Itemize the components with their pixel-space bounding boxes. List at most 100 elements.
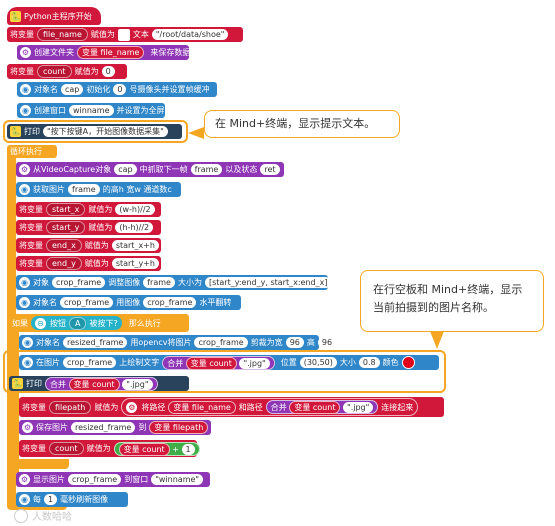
img-input[interactable]: crop_frame — [194, 337, 248, 348]
print-hint-block[interactable]: 🐍 打印 "按下按键A，开始图像数据采集" — [7, 124, 182, 139]
img-input[interactable]: frame — [143, 277, 175, 288]
text-value[interactable]: "/root/data/shoe" — [151, 29, 229, 40]
set-end-x-block[interactable]: 将变量 end_x 赋值为 start_x+h — [16, 238, 161, 253]
show-image-block[interactable]: ⚙ 显示图片 crop_frame 到窗口 "winname" — [16, 472, 210, 487]
img-input[interactable]: crop_frame — [143, 297, 197, 308]
label: 到 — [138, 423, 147, 432]
label: 的高h 宽w 通道数c — [102, 185, 172, 194]
set-file-name-block[interactable]: 将变量 file_name 赋值为 文本 "/root/data/shoe" — [7, 27, 243, 42]
label: 调整图像 — [108, 278, 141, 287]
obj-input[interactable]: resized_frame — [63, 337, 128, 348]
var-pill[interactable]: 变量 count — [289, 401, 341, 414]
join-reporter[interactable]: 合并 变量 count ".jpg" — [162, 355, 275, 370]
label: 水平翻转 — [199, 298, 232, 307]
program-start-hat[interactable]: 🐍 Python主程序开始 — [7, 7, 101, 25]
label: 赋值为 — [86, 444, 111, 453]
button-pressed-condition[interactable]: ⊖ 按钮 A 被按下? — [31, 316, 122, 330]
number-input[interactable]: 1 — [181, 443, 195, 455]
num-input[interactable]: 0 — [113, 84, 127, 95]
win-input[interactable]: "winname" — [151, 474, 204, 485]
img-input[interactable]: crop_frame — [63, 357, 117, 368]
set-filepath-block[interactable]: 将变量 filepath 赋值为 ⚙ 将路径 变量 file_name 和路径 … — [19, 397, 444, 417]
get-image-shape-block[interactable]: ◉ 获取图片 frame 的高h 宽w 通道数c — [16, 182, 181, 197]
var-dropdown[interactable]: end_y — [46, 257, 82, 270]
value-input[interactable]: 0 — [101, 66, 115, 77]
width-input[interactable]: 96 — [285, 337, 304, 348]
flip-image-block[interactable]: ◉ 对象名 crop_frame 用图像 crop_frame 水平翻转 — [16, 295, 241, 310]
img-input[interactable]: frame — [68, 184, 100, 195]
color-swatch[interactable] — [401, 356, 415, 369]
forever-loop-block[interactable]: 循环执行 — [7, 145, 57, 158]
ext-input[interactable]: ".jpg" — [239, 357, 270, 369]
label: 合并 — [167, 358, 184, 368]
label: 颜色 — [382, 358, 399, 367]
add-reporter[interactable]: 变量 count + 1 — [113, 441, 200, 456]
var-pill[interactable]: 变量 file_name — [77, 46, 145, 59]
refresh-delay-block[interactable]: ◉ 每 1 毫秒刷新图像 — [16, 492, 128, 507]
value-input[interactable]: (h-h)//2 — [115, 222, 154, 233]
var-dropdown[interactable]: end_x — [46, 239, 82, 252]
ext-input[interactable]: ".jpg" — [343, 402, 374, 413]
capture-frame-block[interactable]: ⚙ 从VideoCapture对象 cap 中抓取下一帧 frame 以及状态 … — [16, 162, 284, 177]
size-input[interactable]: 0.8 — [358, 357, 380, 368]
img-input[interactable]: resized_frame — [71, 422, 136, 433]
var-pill[interactable]: 变量 file_name — [168, 400, 236, 414]
frame-input[interactable]: frame — [190, 164, 223, 175]
label: 打印 — [26, 379, 42, 388]
obj-input[interactable]: cap — [114, 164, 137, 175]
set-start-x-block[interactable]: 将变量 start_x 赋值为 (w-h)//2 — [16, 202, 161, 217]
label: 中抓取下一帧 — [139, 165, 188, 174]
path-join-reporter[interactable]: ⚙ 将路径 变量 file_name 和路径 合并 变量 count ".jpg… — [121, 398, 419, 416]
var-dropdown[interactable]: count — [37, 65, 72, 78]
var-pill[interactable]: 变量 filepath — [149, 421, 209, 434]
resize-image-block[interactable]: ◉ 对象 crop_frame 调整图像 frame 大小为 [start_y:… — [16, 275, 332, 290]
label: 赋值为 — [88, 205, 113, 214]
obj-input[interactable]: crop_frame — [52, 277, 106, 288]
label: 到窗口 — [124, 475, 149, 484]
var-pill[interactable]: 变量 count — [68, 377, 120, 391]
key-dropdown[interactable]: A — [69, 316, 87, 330]
label: 变量 — [173, 402, 190, 412]
crop-resize-block[interactable]: ◉ 对象名 resized_frame 用opencv将图片 crop_fram… — [19, 335, 337, 350]
set-end-y-block[interactable]: 将变量 end_y 赋值为 start_y+h — [16, 256, 161, 271]
increment-count-block[interactable]: 将变量 count 赋值为 变量 count + 1 — [19, 440, 200, 457]
create-folder-block[interactable]: ⚙ 创建文件夹 变量 file_name 来保存数据 — [17, 45, 190, 60]
obj-input[interactable]: crop_frame — [60, 297, 114, 308]
set-start-y-block[interactable]: 将变量 start_y 赋值为 (h-h)//2 — [16, 220, 161, 235]
join-reporter[interactable]: 合并 变量 count ".jpg" — [45, 376, 158, 391]
label: 赋值为 — [74, 67, 99, 76]
img-input[interactable]: crop_frame — [68, 474, 122, 485]
if-button-block[interactable]: 如果 ⊖ 按钮 A 被按下? 那么执行 — [9, 314, 189, 332]
label: 将路径 — [141, 402, 166, 412]
value-input[interactable]: start_x+h — [111, 240, 159, 251]
pos-input[interactable]: (30,50) — [299, 357, 337, 368]
label: 显示图片 — [33, 475, 65, 484]
draw-text-block[interactable]: ◉ 在图片 crop_frame 上绘制文字 合并 变量 count ".jpg… — [19, 355, 439, 370]
create-window-block[interactable]: ◉ 创建窗口 winname 并设置为全屏 — [17, 103, 165, 118]
join-reporter[interactable]: 合并 变量 count ".jpg" — [265, 400, 379, 414]
init-camera-block[interactable]: ◉ 对象名 cap 初始化 0 号摄像头并设置帧缓冲 — [17, 82, 217, 97]
ret-input[interactable]: ret — [260, 164, 280, 175]
label: 那么执行 — [128, 318, 161, 328]
label: 将变量 — [10, 30, 34, 39]
value-input[interactable]: start_y+h — [111, 258, 159, 269]
height-input[interactable]: 96 — [317, 337, 337, 348]
var-dropdown[interactable]: start_y — [46, 221, 86, 234]
print-filename-block[interactable]: 🐍 打印 合并 变量 count ".jpg" — [9, 376, 189, 391]
text-input[interactable]: "按下按键A，开始图像数据采集" — [43, 126, 168, 137]
value-input[interactable]: (w-h)//2 — [115, 204, 155, 215]
ms-input[interactable]: 1 — [44, 494, 58, 505]
win-input[interactable]: winname — [69, 105, 114, 116]
save-image-block[interactable]: ⚙ 保存图片 resized_frame 到 变量 filepath — [19, 420, 211, 435]
var-dropdown[interactable]: file_name — [37, 28, 88, 41]
size-input[interactable]: [start_y:end_y, start_x:end_x] — [204, 277, 332, 288]
obj-input[interactable]: cap — [61, 84, 84, 95]
var-dropdown[interactable]: start_x — [46, 203, 86, 216]
set-count-block[interactable]: 将变量 count 赋值为 0 — [7, 64, 127, 79]
var-dropdown[interactable]: count — [49, 442, 84, 455]
var-pill[interactable]: 变量 count — [185, 356, 237, 370]
var-pill[interactable]: 变量 count — [118, 442, 170, 456]
var-dropdown[interactable]: filepath — [49, 400, 92, 414]
ext-input[interactable]: ".jpg" — [122, 378, 153, 390]
folder-icon: ⚙ — [20, 47, 31, 58]
